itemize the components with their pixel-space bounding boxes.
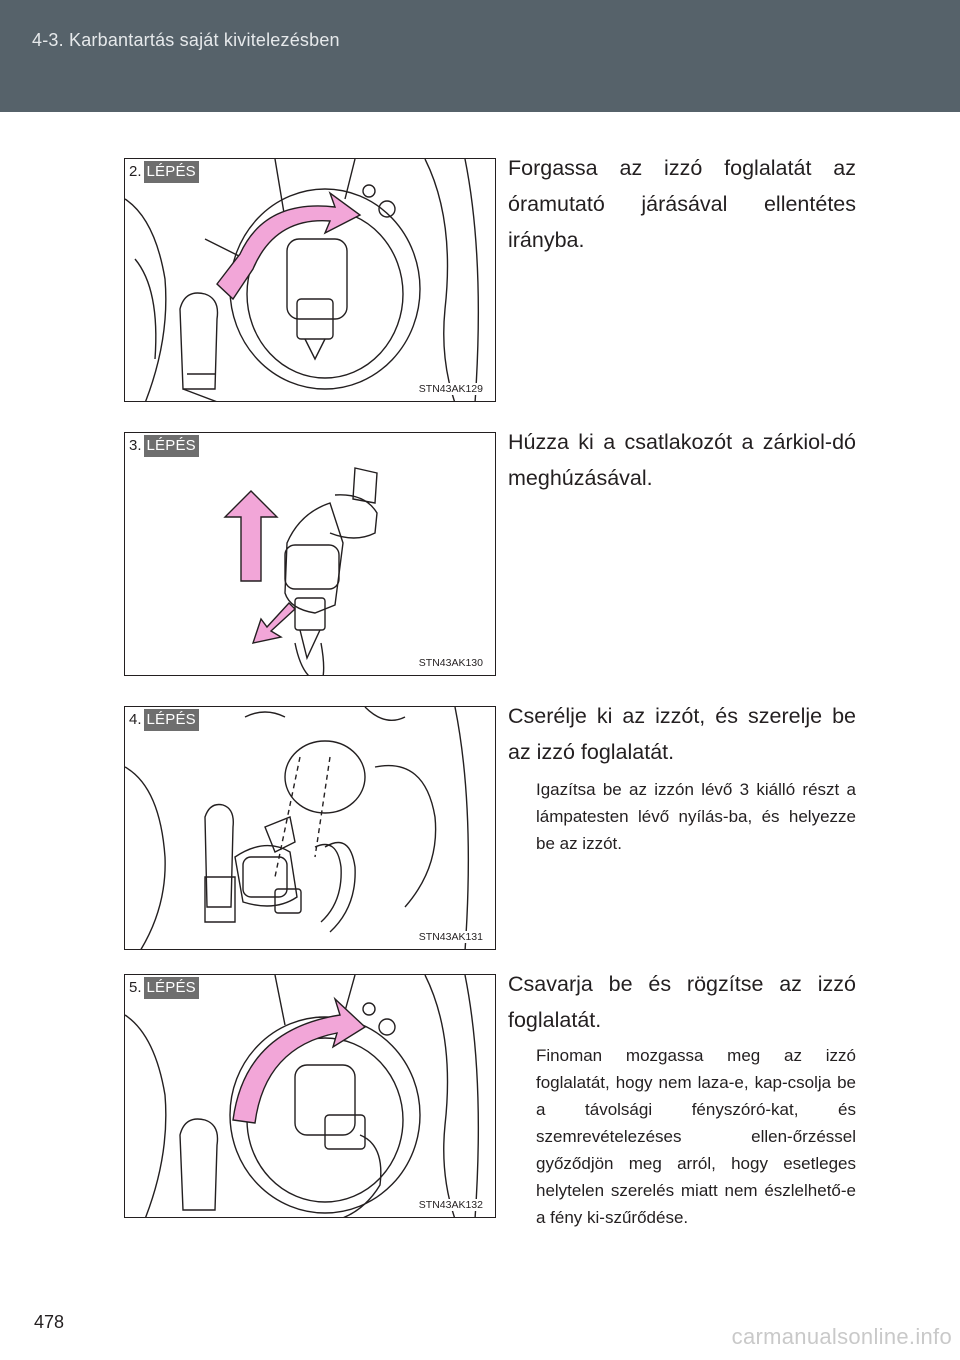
step-badge: 5. LÉPÉS [127, 977, 199, 999]
bulb-socket-tighten-illustration [125, 975, 480, 1217]
step-badge: 3. LÉPÉS [127, 435, 199, 457]
step-word: LÉPÉS [143, 435, 199, 457]
note-step-4: Igazítsa be az izzón lévő 3 kiálló részt… [536, 780, 856, 853]
page-header: 4-3. Karbantartás saját kivitelezésben [0, 0, 960, 112]
instruction-step-4: Cserélje ki az izzót, és szerelje be az … [508, 704, 856, 764]
instruction-step-2: Forgassa az izzó foglalatát az óramutató… [508, 156, 856, 252]
section-title: 4-3. Karbantartás saját kivitelezésben [32, 30, 340, 50]
step-word: LÉPÉS [143, 709, 199, 731]
step-word: LÉPÉS [143, 977, 199, 999]
figure-code: STN43AK132 [416, 1199, 485, 1211]
figure-code: STN43AK131 [416, 931, 485, 943]
step-badge: 2. LÉPÉS [127, 161, 199, 183]
watermark: carmanualsonline.info [731, 1324, 952, 1349]
step-number: 4. [127, 709, 144, 731]
figure-code: STN43AK130 [416, 657, 485, 669]
figure-step-2: 2. LÉPÉS STN43AK129 [124, 158, 496, 402]
figure-step-4: 4. LÉPÉS STN43AK131 [124, 706, 496, 950]
bulb-replace-illustration [125, 707, 470, 949]
step-word: LÉPÉS [143, 161, 199, 183]
instruction-step-3: Húzza ki a csatlakozót a zárkiol-dó megh… [508, 430, 856, 490]
page-number: 478 [34, 1312, 65, 1332]
step-badge: 4. LÉPÉS [127, 709, 199, 731]
figure-step-3: 3. LÉPÉS STN43AK130 [124, 432, 496, 676]
release-arrow [251, 601, 297, 644]
figure-code: STN43AK129 [416, 383, 485, 395]
step-number: 3. [127, 435, 144, 457]
figure-step-5: 5. LÉPÉS STN43AK132 [124, 974, 496, 1218]
bulb-socket-rotate-illustration [125, 159, 480, 401]
instruction-step-5: Csavarja be és rögzítse az izzó foglalat… [508, 972, 856, 1032]
tighten-arrow [232, 996, 367, 1124]
step-number: 5. [127, 977, 144, 999]
note-step-5: Finoman mozgassa meg az izzó foglalatát,… [536, 1046, 856, 1227]
pull-up-arrow [223, 490, 279, 582]
step-number: 2. [127, 161, 144, 183]
connector-pull-illustration [223, 467, 378, 675]
rotate-arrow [216, 191, 362, 301]
